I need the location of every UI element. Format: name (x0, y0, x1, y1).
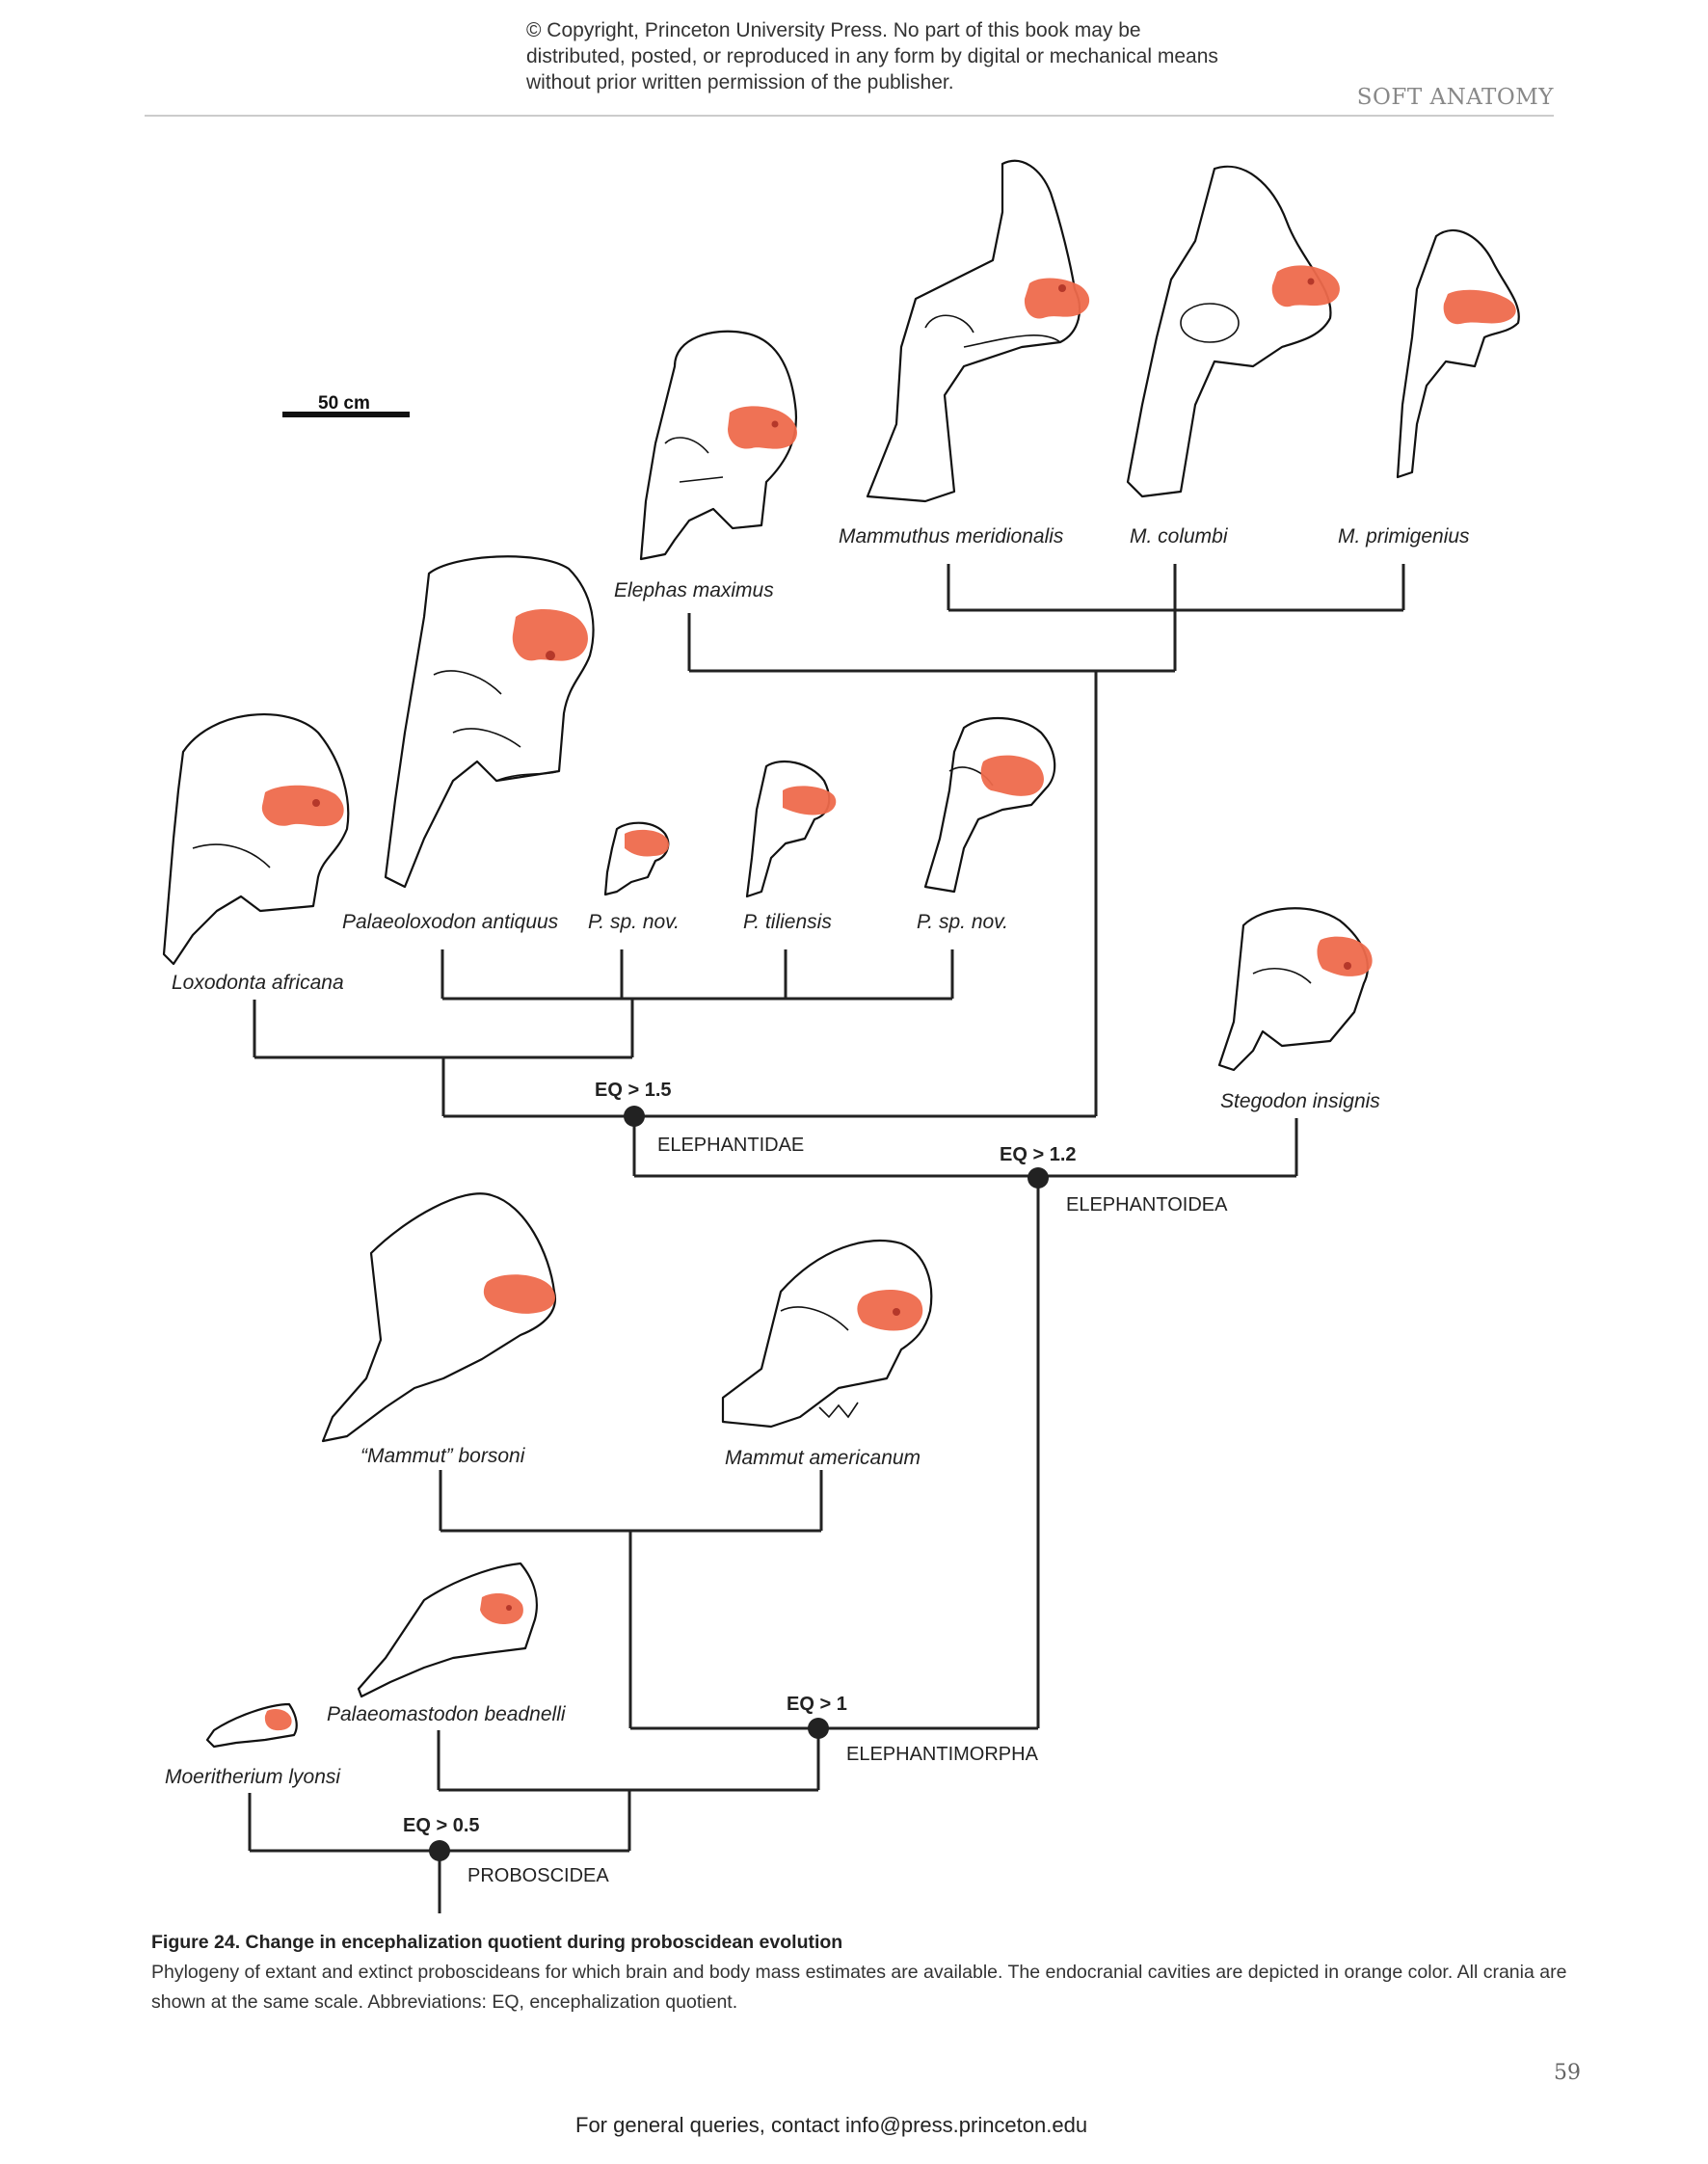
eq-elephantidae: EQ > 1.5 (595, 1080, 672, 1101)
skull-p-sp-nov-large (923, 716, 1056, 894)
skull-m-columbi (1126, 165, 1340, 498)
node-elephantidae (624, 1106, 645, 1127)
skull-moeritherium-lyonsi (205, 1702, 298, 1749)
taxon-stegodon-insignis: Stegodon insignis (1220, 1090, 1380, 1112)
taxon-palaeomastodon-beadnelli: Palaeomastodon beadnelli (327, 1703, 567, 1725)
node-elephantoidea (1027, 1167, 1049, 1189)
copyright-notice: © Copyright, Princeton University Press.… (526, 19, 1218, 94)
caption-title: Figure 24. Change in encephalization quo… (151, 1932, 843, 1953)
header-rule (145, 115, 1554, 117)
skull-mammuthus-meridionalis (866, 159, 1090, 503)
scale-bar-label: 50 cm (318, 393, 370, 414)
skull-mammut-americanum (721, 1240, 933, 1429)
taxon-mammut-borsoni: “Mammut” borsoni (360, 1445, 526, 1467)
taxon-p-tiliensis: P. tiliensis (743, 911, 832, 933)
taxon-mammut-americanum: Mammut americanum (725, 1447, 921, 1469)
running-head: SOFT ANATOMY (1356, 85, 1554, 110)
clade-proboscidea: PROBOSCIDEA (467, 1865, 609, 1886)
skull-palaeoloxodon-antiquus (384, 555, 595, 889)
taxon-m-columbi: M. columbi (1130, 525, 1229, 548)
clade-elephantimorpha: ELEPHANTIMORPHA (846, 1744, 1039, 1765)
scale-bar-line (282, 412, 410, 417)
phylogeny-tree (248, 564, 1405, 1913)
taxon-loxodonta-africana: Loxodonta africana (172, 972, 344, 994)
skull-m-primigenius (1396, 228, 1520, 479)
skull-stegodon-insignis (1217, 907, 1373, 1072)
clade-elephantidae: ELEPHANTIDAE (657, 1135, 804, 1156)
taxon-palaeoloxodon-antiquus: Palaeoloxodon antiquus (342, 911, 559, 933)
skull-loxodonta-africana (162, 713, 350, 966)
skull-mammut-borsoni (321, 1192, 557, 1443)
node-elephantimorpha (808, 1718, 829, 1739)
skull-palaeomastodon-beadnelli (357, 1562, 538, 1698)
eq-elephantimorpha: EQ > 1 (787, 1694, 847, 1715)
scale-bar: 50 cm (282, 393, 410, 417)
taxon-p-sp-nov-2: P. sp. nov. (917, 911, 1008, 933)
eq-proboscidea: EQ > 0.5 (403, 1815, 480, 1836)
skull-p-tiliensis (745, 760, 837, 898)
taxon-elephas-maximus: Elephas maximus (614, 579, 774, 601)
eq-elephantoidea: EQ > 1.2 (1000, 1144, 1077, 1165)
skull-p-sp-nov-small (603, 821, 670, 896)
taxon-mammuthus-meridionalis: Mammuthus meridionalis (839, 525, 1064, 548)
taxon-moeritherium-lyonsi: Moeritherium lyonsi (165, 1766, 341, 1788)
phylogeny-figure: 50 cm (162, 159, 1520, 1913)
page-number: 59 (1554, 2061, 1581, 2085)
skull-elephas-maximus (639, 330, 798, 561)
clade-elephantoidea: ELEPHANTOIDEA (1066, 1194, 1228, 1216)
node-proboscidea (429, 1840, 450, 1861)
figure-caption: Figure 24. Change in encephalization quo… (151, 1928, 1578, 2017)
taxon-m-primigenius: M. primigenius (1338, 525, 1470, 548)
caption-body: Phylogeny of extant and extinct probosci… (151, 1962, 1567, 2013)
taxon-p-sp-nov-1: P. sp. nov. (588, 911, 680, 933)
footer-contact: For general queries, contact info@press.… (575, 2113, 1088, 2137)
